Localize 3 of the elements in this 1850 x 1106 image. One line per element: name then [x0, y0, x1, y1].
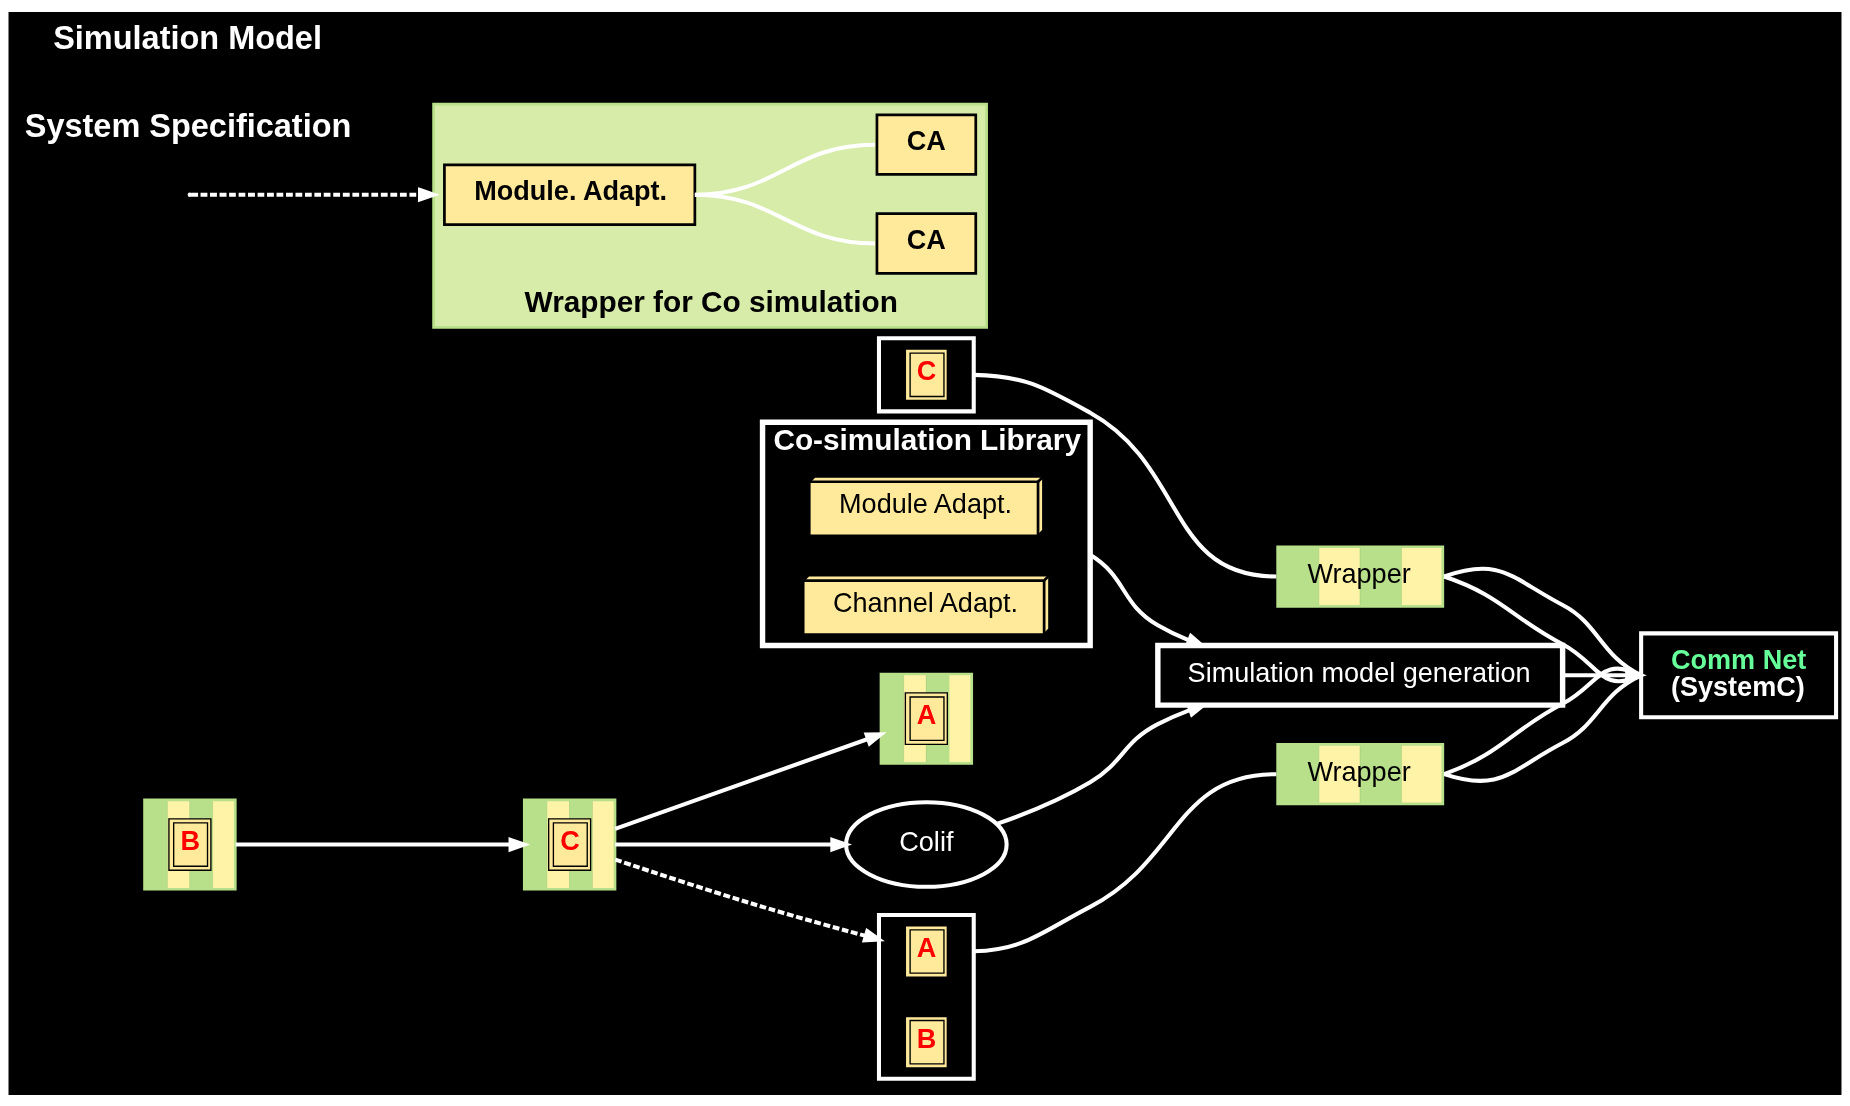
- node-label: Wrapper for Co simulation: [524, 284, 898, 318]
- label: Simulation Model: [53, 19, 322, 56]
- label: System Specification: [24, 107, 352, 144]
